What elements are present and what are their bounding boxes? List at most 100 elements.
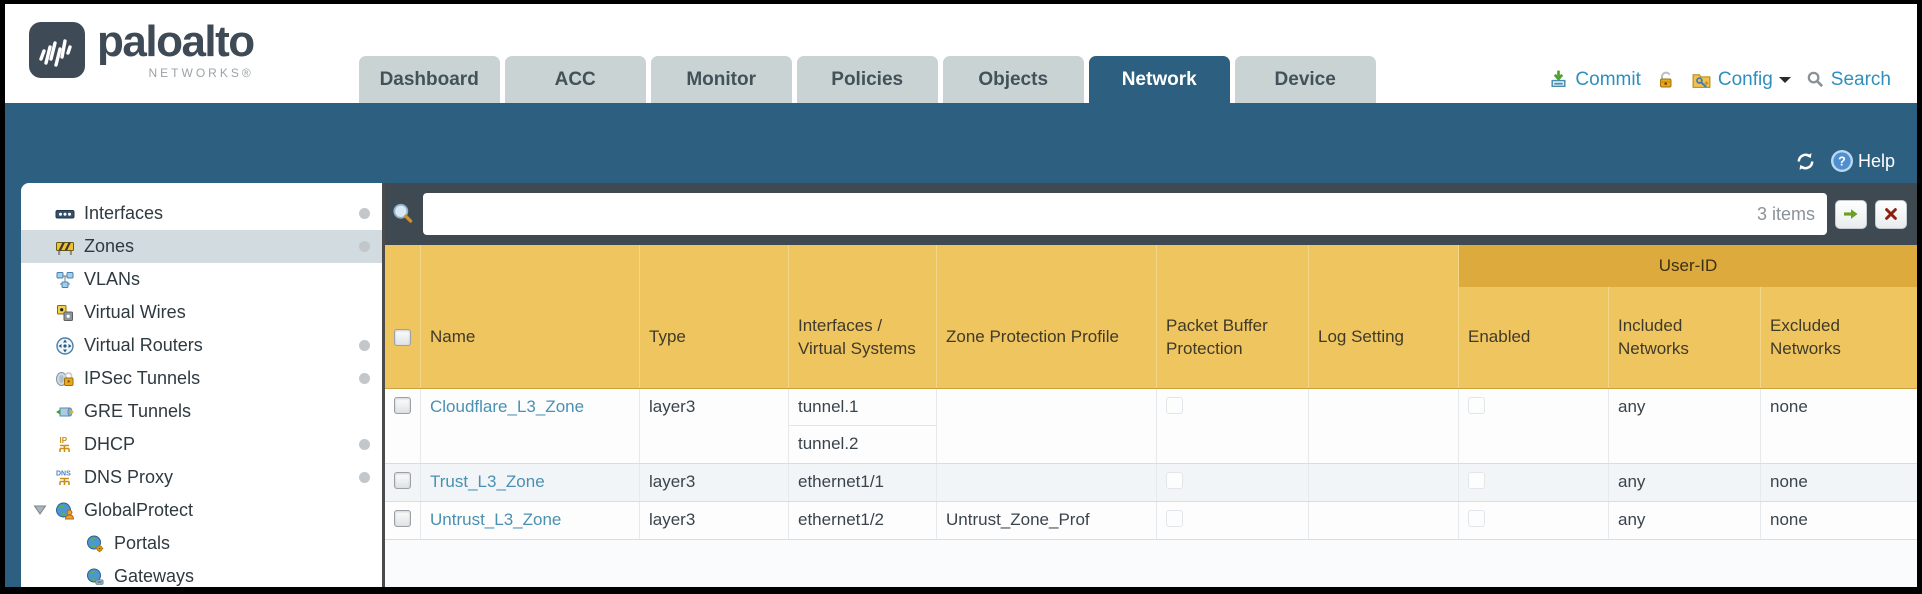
sidebar-item-label: GRE Tunnels <box>84 401 192 421</box>
sidebar-item-globalprotect[interactable]: GlobalProtect <box>21 494 382 527</box>
tab-network[interactable]: Network <box>1088 56 1230 103</box>
zone-name-link[interactable]: Untrust_L3_Zone <box>430 510 562 529</box>
packet-buffer-cell <box>1157 502 1309 539</box>
help-icon: ? <box>1830 149 1854 173</box>
column-header-zone-protection[interactable]: Zone Protection Profile <box>937 245 1157 388</box>
sidebar-item-gre-tunnels[interactable]: GRE Tunnels <box>21 395 382 428</box>
select-all-checkbox[interactable] <box>394 329 411 346</box>
column-header-type[interactable]: Type <box>640 245 789 388</box>
included-networks-cell: any <box>1609 389 1761 463</box>
gre-tunnels-icon <box>55 402 75 422</box>
interfaces-cell: ethernet1/1 <box>789 464 937 501</box>
status-dot <box>359 439 370 450</box>
zone-name-link[interactable]: Trust_L3_Zone <box>430 472 545 491</box>
sidebar-item-label: GlobalProtect <box>84 500 194 520</box>
tab-monitor[interactable]: Monitor <box>650 56 792 103</box>
virtual-wires-icon <box>55 303 75 323</box>
included-networks-cell: any <box>1609 502 1761 539</box>
sidebar-item-label: Virtual Routers <box>84 335 203 355</box>
search-button[interactable]: Search <box>1806 69 1891 91</box>
sidebar-item-virtual-wires[interactable]: Virtual Wires <box>21 296 382 329</box>
filter-toolbar: 3 items <box>385 183 1917 245</box>
row-checkbox[interactable] <box>394 510 411 527</box>
tab-dashboard[interactable]: Dashboard <box>358 56 500 103</box>
sidebar-divider <box>382 183 385 587</box>
column-header-excluded-networks[interactable]: Excluded Networks <box>1770 316 1841 358</box>
sidebar-item-zones[interactable]: Zones <box>21 230 382 263</box>
tab-acc[interactable]: ACC <box>504 56 646 103</box>
column-header-log-setting[interactable]: Log Setting <box>1309 245 1459 388</box>
lock-icon <box>1656 70 1676 90</box>
zone-name-cell: Untrust_L3_Zone <box>421 502 640 539</box>
sidebar-item-label: Gateways <box>114 566 195 586</box>
refresh-button[interactable] <box>1794 150 1817 173</box>
lock-button[interactable] <box>1656 70 1676 90</box>
zones-table-body: Cloudflare_L3_Zone layer3 tunnel.1 tunnel.2… <box>385 389 1917 540</box>
zone-name-cell: Trust_L3_Zone <box>421 464 640 501</box>
sidebar-item-label: Zones <box>84 236 135 256</box>
svg-text:?: ? <box>1838 155 1846 169</box>
green-arrow-icon <box>1842 207 1860 221</box>
zone-type-cell: layer3 <box>640 502 789 539</box>
help-button[interactable]: ? Help <box>1830 149 1895 173</box>
commit-button[interactable]: Commit <box>1548 68 1641 91</box>
chevron-down-icon <box>1778 76 1791 89</box>
commit-label: Commit <box>1575 68 1641 90</box>
tab-device[interactable]: Device <box>1234 56 1376 103</box>
packet-buffer-checkbox <box>1166 397 1183 414</box>
vlans-icon <box>55 270 75 290</box>
column-header-name[interactable]: Name <box>421 245 640 388</box>
tab-policies[interactable]: Policies <box>796 56 938 103</box>
tab-objects[interactable]: Objects <box>942 56 1084 103</box>
packet-buffer-checkbox <box>1166 510 1183 527</box>
apply-filter-button[interactable] <box>1835 199 1867 229</box>
column-header-interfaces[interactable]: Interfaces / Virtual Systems <box>789 245 937 388</box>
packet-buffer-cell <box>1157 389 1309 463</box>
header-utilities: Commit Config Search <box>1548 56 1891 103</box>
sidebar-item-label: IPSec Tunnels <box>84 368 201 388</box>
paloalto-logo-icon <box>29 22 85 78</box>
expander-icon[interactable] <box>32 502 48 518</box>
excluded-networks-cell: none <box>1770 472 1808 491</box>
config-menu-button[interactable]: Config <box>1691 69 1791 91</box>
column-header-enabled[interactable]: Enabled <box>1459 287 1609 388</box>
sidebar-item-portals[interactable]: Portals <box>21 527 382 560</box>
red-x-icon <box>1884 207 1898 221</box>
row-select-cell <box>385 502 421 539</box>
refresh-icon <box>1794 150 1817 173</box>
interface-item: tunnel.2 <box>798 434 859 453</box>
interfaces-cell: ethernet1/2 <box>789 502 937 539</box>
filter-search-icon <box>391 202 415 226</box>
row-checkbox[interactable] <box>394 397 411 414</box>
sidebar-item-virtual-routers[interactable]: Virtual Routers <box>21 329 382 362</box>
globalprotect-icon <box>55 501 75 521</box>
filter-input[interactable] <box>435 203 1749 225</box>
sidebar-item-ipsec-tunnels[interactable]: IPSec Tunnels <box>21 362 382 395</box>
zone-name-link[interactable]: Cloudflare_L3_Zone <box>430 397 585 416</box>
sidebar-item-interfaces[interactable]: Interfaces <box>21 197 382 230</box>
row-checkbox[interactable] <box>394 472 411 489</box>
status-dot <box>359 241 370 252</box>
interface-item: tunnel.1 <box>789 389 936 426</box>
table-filler <box>385 540 1917 587</box>
sidebar-item-vlans[interactable]: VLANs <box>21 263 382 296</box>
log-setting-cell <box>1309 464 1459 501</box>
clear-filter-button[interactable] <box>1875 199 1907 229</box>
portals-icon <box>85 534 105 554</box>
column-header-packet-buffer[interactable]: Packet Buffer Protection <box>1157 245 1309 388</box>
zone-protection-cell <box>937 389 1157 463</box>
interface-item: ethernet1/1 <box>798 472 885 491</box>
commit-icon <box>1548 69 1569 90</box>
help-label: Help <box>1857 150 1895 171</box>
status-dot <box>359 373 370 384</box>
column-header-included-networks[interactable]: Included Networks <box>1609 287 1761 388</box>
sidebar-item-gateways[interactable]: Gateways <box>21 560 382 587</box>
filter-field: 3 items <box>423 193 1827 235</box>
